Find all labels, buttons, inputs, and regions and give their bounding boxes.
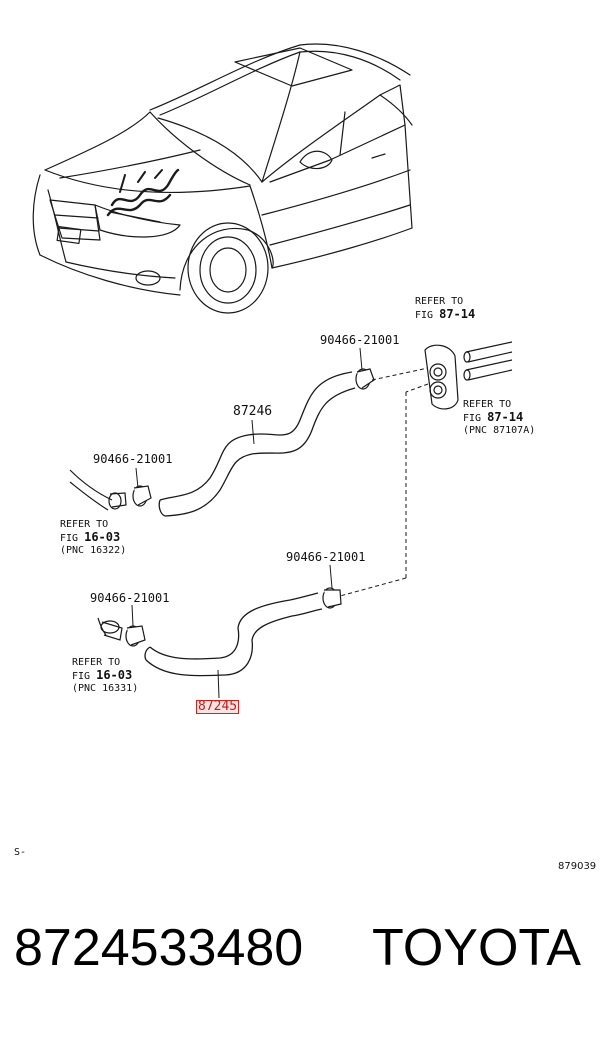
brand-name: TOYOTA <box>372 919 581 977</box>
ref-fig-word: FIG <box>463 413 482 424</box>
ref-block-left-lower: REFER TO FIG 16-03 (PNC 16331) <box>72 657 138 695</box>
part-number: 8724533480 <box>14 919 304 977</box>
ref-line: REFER TO <box>72 657 121 668</box>
ref-fig-number[interactable]: 87-14 <box>487 410 524 424</box>
ref-fig-number[interactable]: 87-14 <box>439 307 476 321</box>
diagram-id: 879039 <box>558 861 597 872</box>
ref-pnc: (PNC 16322) <box>60 545 127 556</box>
leader-lines <box>131 347 363 699</box>
ref-fig: FIG 87-14 <box>415 308 475 322</box>
ref-fig-number[interactable]: 16-03 <box>96 668 133 682</box>
ref-fig: FIG 16-03 <box>72 669 138 683</box>
hose-87246-drawing <box>158 371 356 517</box>
ref-fig-word: FIG <box>60 533 79 544</box>
ref-block-top-right-b: REFER TO FIG 87-14 (PNC 87107A) <box>463 399 535 437</box>
clamp-drawings <box>125 368 375 647</box>
ref-fig-word: FIG <box>415 310 434 321</box>
ref-fig-number[interactable]: 16-03 <box>84 530 121 544</box>
ref-line: REFER TO <box>60 519 109 530</box>
clamp-label-left-upper[interactable]: 90466-21001 <box>93 452 173 466</box>
clamp-label-top[interactable]: 90466-21001 <box>320 333 400 347</box>
ref-fig: FIG 87-14 <box>463 411 535 425</box>
hose-87245-drawing <box>144 592 323 677</box>
ref-pnc: (PNC 87107A) <box>463 425 536 436</box>
footer: 8724533480 TOYOTA <box>0 918 600 988</box>
ref-line: REFER TO <box>463 399 512 410</box>
pipe-fittings <box>69 341 513 641</box>
clamp-label-mid-right[interactable]: 90466-21001 <box>286 550 366 564</box>
hose-label-87245-highlighted[interactable]: 87245 <box>196 699 240 714</box>
clamp-label-left-lower[interactable]: 90466-21001 <box>90 591 170 605</box>
ref-block-left-upper: REFER TO FIG 16-03 (PNC 16322) <box>60 519 126 557</box>
ref-fig-word: FIG <box>72 671 91 682</box>
ref-pnc: (PNC 16331) <box>72 683 139 694</box>
ref-line: REFER TO <box>415 296 464 307</box>
ref-fig: FIG 16-03 <box>60 531 126 545</box>
corner-code-left: S- <box>14 847 27 858</box>
ref-block-top-right-a: REFER TO FIG 87-14 <box>415 296 475 322</box>
car-illustration <box>32 43 413 314</box>
hose-label-87246[interactable]: 87246 <box>233 404 273 419</box>
dashed-connection-lines <box>339 367 429 597</box>
